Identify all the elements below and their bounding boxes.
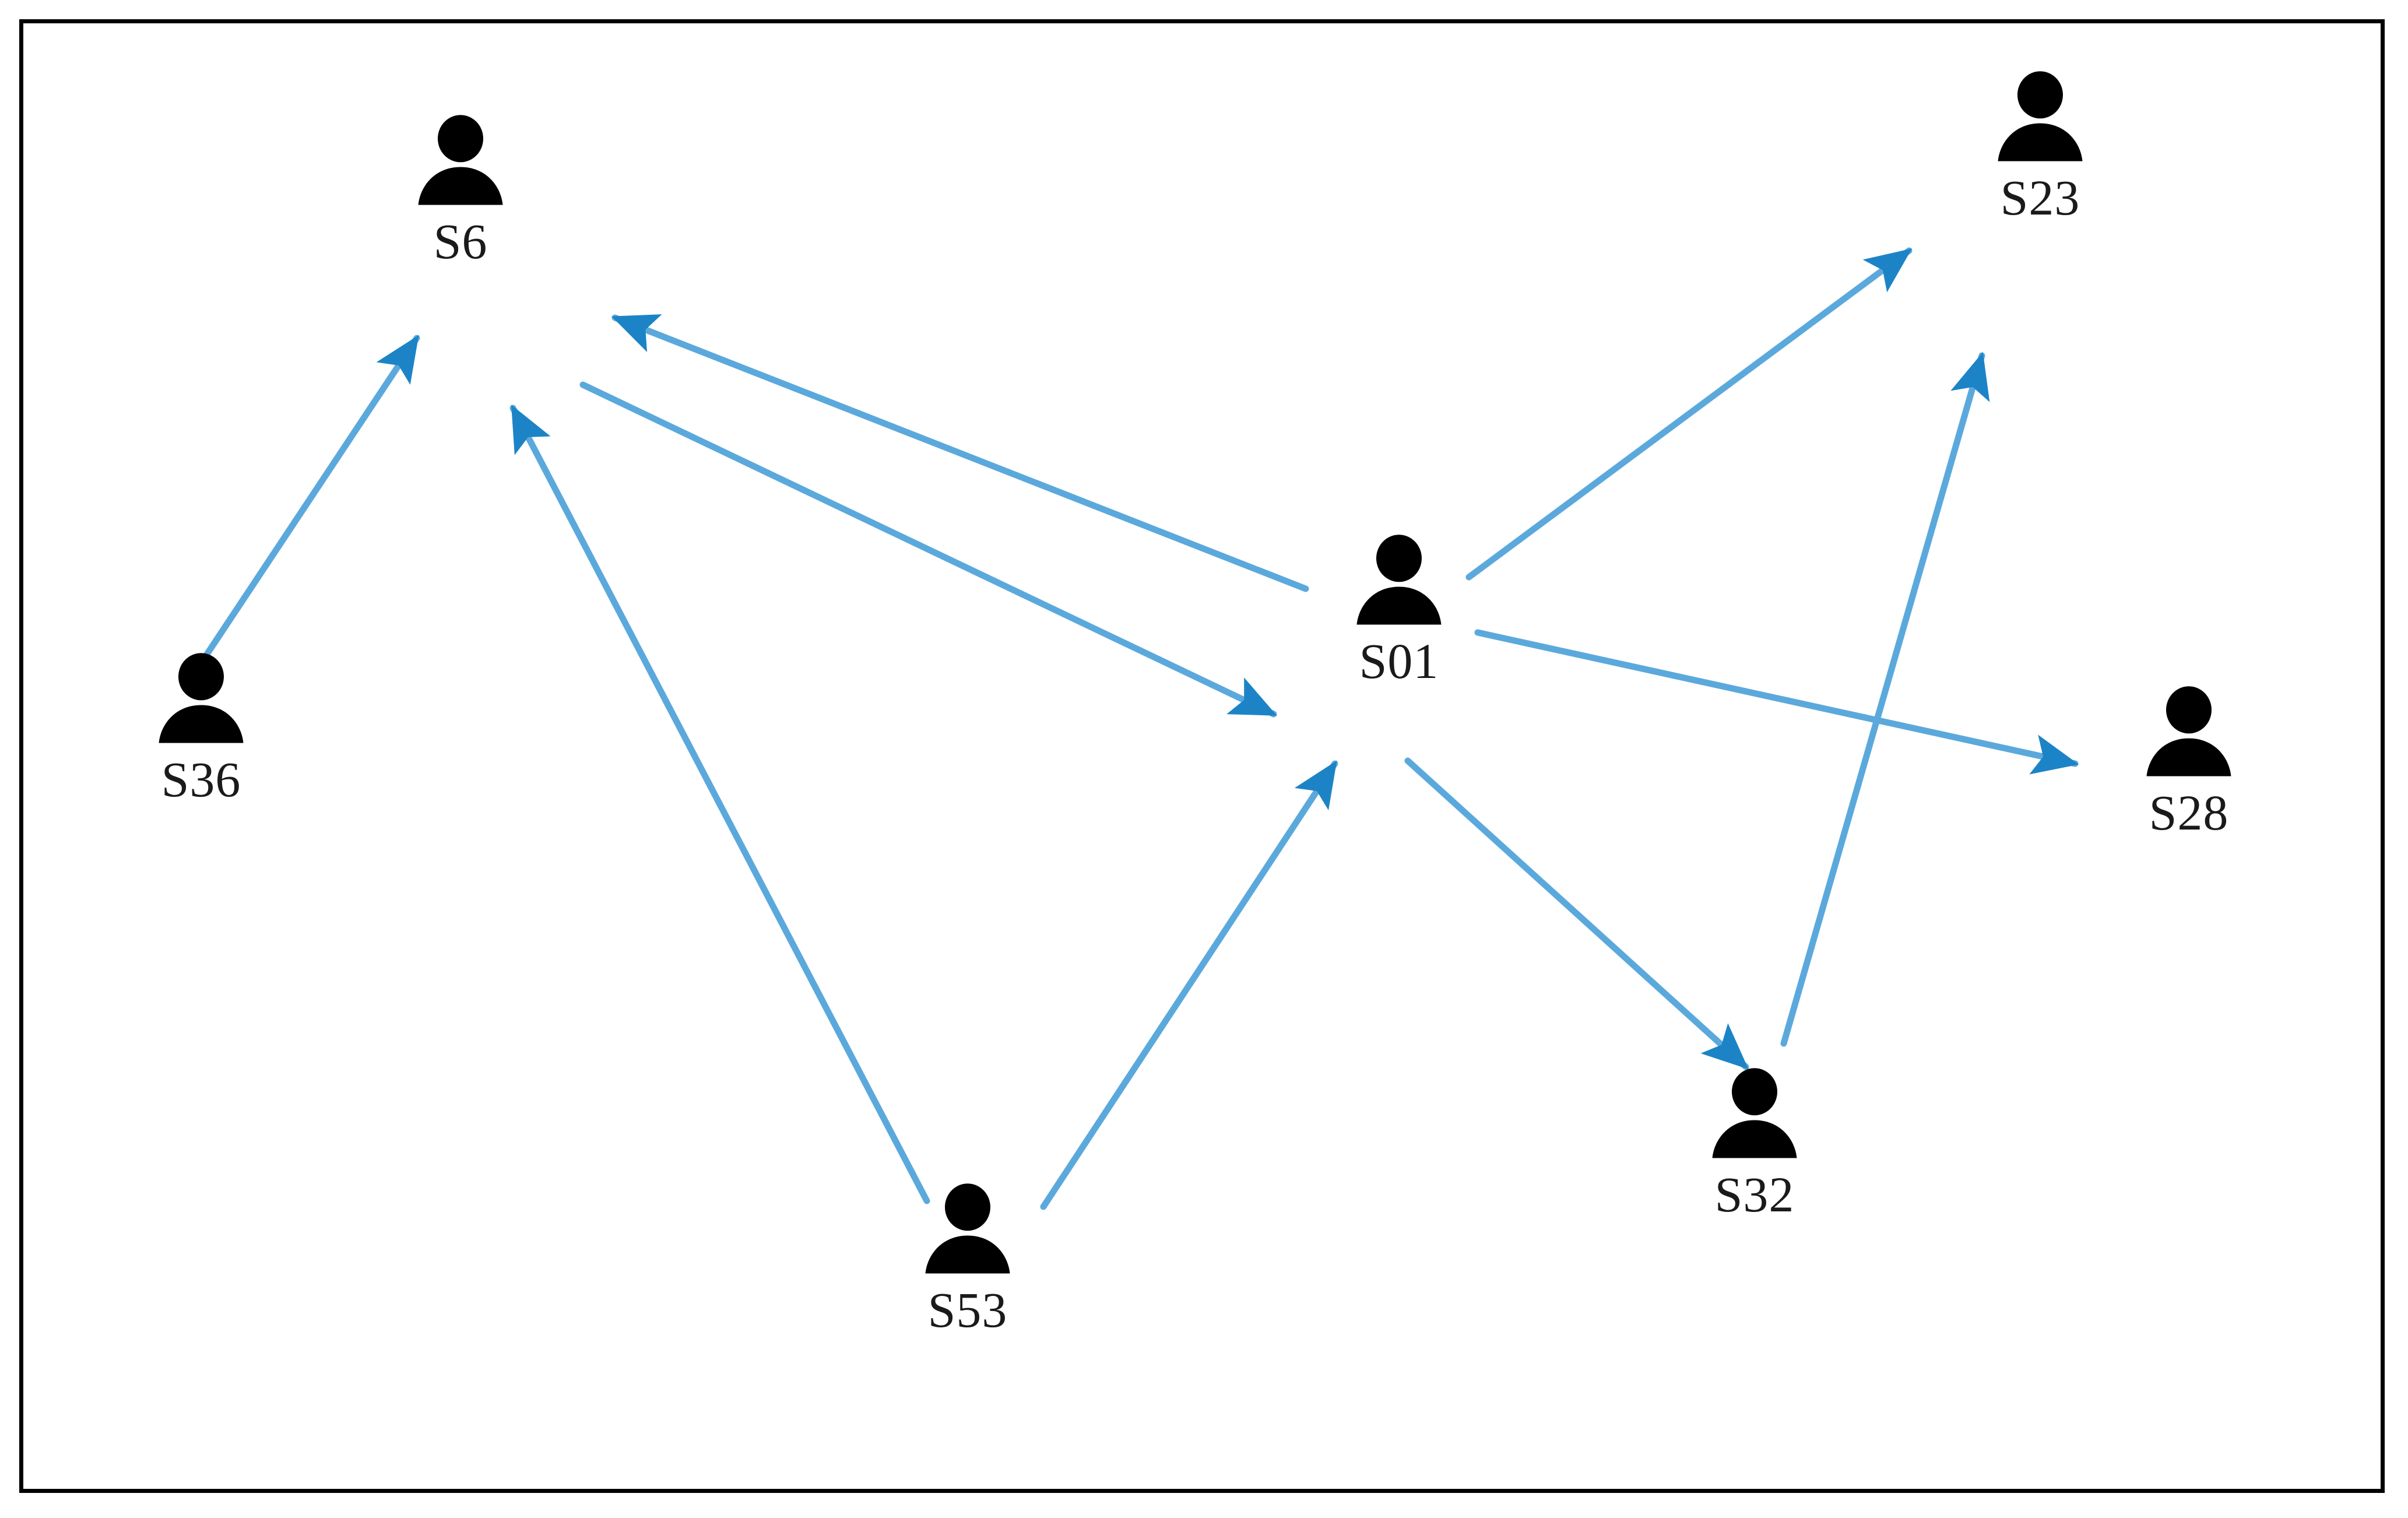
person-icon: [925, 1183, 1010, 1274]
node-S23[interactable]: S23: [1994, 70, 2087, 224]
person-icon: [418, 115, 503, 205]
node-S28[interactable]: S28: [2142, 685, 2235, 839]
edge-S53-to-S01: [1040, 760, 1338, 1210]
node-label-S23: S23: [2000, 170, 2080, 226]
node-label-S32: S32: [1714, 1166, 1795, 1222]
edge-S6-to-S01: [579, 381, 1277, 718]
node-S32[interactable]: S32: [1708, 1067, 1801, 1221]
edge-S36-to-S6: [183, 335, 420, 688]
edge-S01-to-S6: [611, 314, 1309, 592]
person-icon: [159, 653, 244, 743]
node-S01[interactable]: S01: [1352, 533, 1446, 687]
node-label-S01: S01: [1359, 633, 1439, 689]
diagram-border-frame: [19, 19, 2385, 1493]
edge-S53-to-S6: [509, 405, 930, 1204]
edge-S32-to-S23: [1780, 352, 1990, 1047]
node-S6[interactable]: S6: [414, 114, 507, 268]
node-label-S28: S28: [2149, 785, 2229, 841]
node-S53[interactable]: S53: [921, 1182, 1014, 1336]
edge-S01-to-S23: [1465, 247, 1913, 581]
person-icon: [1998, 71, 2083, 161]
node-S36[interactable]: S36: [154, 652, 248, 806]
edge-S01-to-S28: [1474, 629, 2079, 775]
node-label-S6: S6: [433, 213, 488, 269]
person-icon: [2146, 686, 2231, 776]
person-icon: [1712, 1068, 1797, 1158]
node-label-S36: S36: [161, 751, 241, 807]
edge-S01-to-S32: [1404, 757, 1749, 1070]
node-label-S53: S53: [927, 1282, 1008, 1338]
person-icon: [1356, 535, 1442, 625]
